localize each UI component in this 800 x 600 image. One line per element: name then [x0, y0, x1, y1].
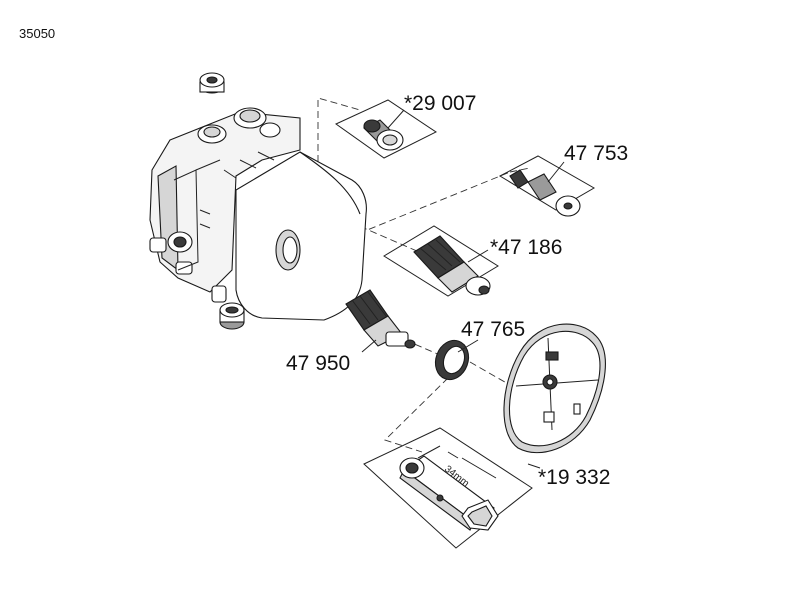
- part-47950-cartridge: [345, 289, 416, 349]
- part-frame-47186: [383, 225, 499, 297]
- label-19332: *19 332: [538, 466, 610, 489]
- plug-top: [199, 72, 225, 94]
- label-29007: *29 007: [404, 92, 476, 115]
- plaster-guard-shroud: [235, 151, 367, 321]
- label-47950: 47 950: [286, 352, 350, 375]
- part-frame-19332: [363, 427, 533, 549]
- installation-template-plate: [503, 323, 606, 454]
- part-47186-cartridge: [413, 235, 491, 296]
- valve-body: [149, 107, 301, 303]
- model-number: 35050: [19, 26, 56, 41]
- label-47753: 47 753: [564, 142, 628, 165]
- leader-lines: [361, 109, 565, 469]
- body-markings: [199, 151, 275, 229]
- part-29007-diverter: [363, 119, 404, 151]
- part-47753-cartridge: [509, 169, 581, 217]
- part-frame-29007: [335, 99, 437, 159]
- label-47186: *47 186: [490, 236, 562, 259]
- label-47765: 47 765: [461, 318, 525, 341]
- part-19332-wrench: [399, 445, 499, 531]
- plug-bottom: [219, 302, 245, 330]
- part-frame-47753: [498, 155, 596, 211]
- part-47765-ring: [434, 339, 470, 381]
